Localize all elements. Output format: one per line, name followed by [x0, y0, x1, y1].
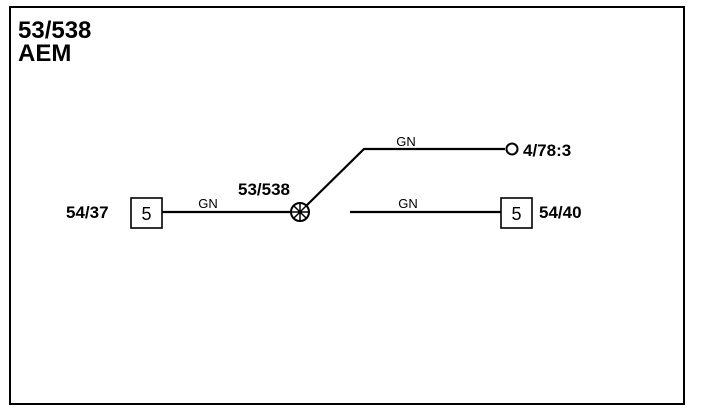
- diagram-title-module: AEM: [18, 40, 71, 67]
- diagram-title-code: 53/538: [18, 17, 91, 44]
- terminal-icon: [505, 142, 519, 156]
- splice-label: 53/538: [238, 180, 290, 199]
- splice-icon: [290, 202, 310, 222]
- right-connector-name: 54/40: [539, 203, 582, 222]
- terminal-name: 4/78:3: [523, 141, 571, 160]
- upper-wire-color-label: GN: [396, 134, 416, 149]
- right-connector-box: [500, 197, 533, 229]
- upper-wire: [305, 147, 505, 207]
- left-connector-pin: 5: [141, 204, 151, 224]
- left-connector-name: 54/37: [66, 203, 109, 222]
- lower-wire-color-label: GN: [398, 196, 418, 211]
- left-connector-box: [130, 197, 163, 229]
- left-wire-color-label: GN: [198, 196, 218, 211]
- right-connector-pin: 5: [511, 204, 521, 224]
- diagram-frame: [9, 6, 685, 405]
